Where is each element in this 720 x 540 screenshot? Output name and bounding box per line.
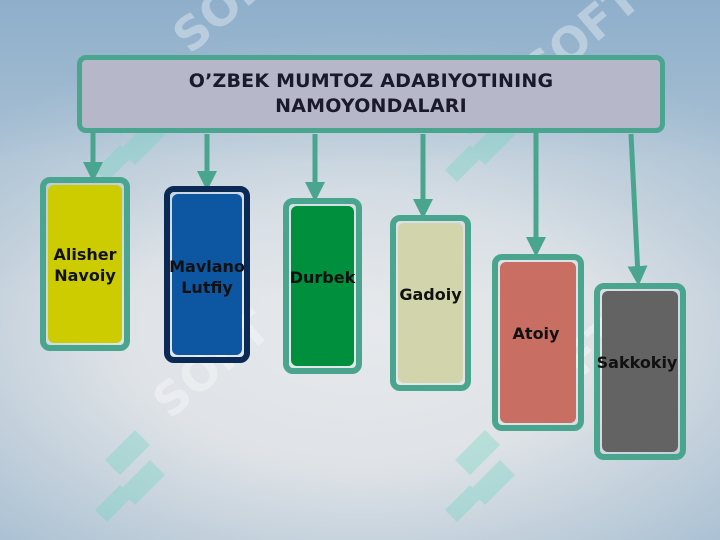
title-box: O’ZBEK MUMTOZ ADABIYOTINING NAMOYONDALAR… bbox=[77, 55, 665, 133]
poet-card-mavlano-lutfiy bbox=[164, 186, 250, 363]
card-fill bbox=[602, 291, 678, 452]
poet-name-mavlano-lutfiy: Mavlano Lutfiy bbox=[169, 257, 245, 297]
card-fill bbox=[500, 262, 576, 423]
diagram-title: O’ZBEK MUMTOZ ADABIYOTINING NAMOYONDALAR… bbox=[189, 69, 554, 119]
title-line-1: O’ZBEK MUMTOZ ADABIYOTINING bbox=[188, 70, 554, 92]
card-fill bbox=[172, 194, 242, 355]
poet-card-atoiy bbox=[492, 254, 584, 431]
arrow-to-sakkokiy bbox=[627, 133, 648, 286]
poet-card-sakkokiy bbox=[594, 283, 686, 460]
card-fill bbox=[48, 185, 122, 343]
card-fill bbox=[291, 206, 354, 366]
poet-name-sakkokiy: Sakkokiy bbox=[596, 353, 678, 372]
poet-card-alisher-navoiy bbox=[40, 177, 130, 351]
card-fill bbox=[398, 223, 463, 383]
poet-name-durbek: Durbek bbox=[289, 268, 356, 287]
poet-name-atoiy: Atoiy bbox=[512, 324, 560, 343]
poet-name-gadoiy: Gadoiy bbox=[399, 285, 462, 304]
poet-card-durbek bbox=[283, 198, 362, 374]
title-line-2: NAMOYONDALARI bbox=[275, 95, 467, 117]
poet-name-alisher-navoiy: Alisher Navoiy bbox=[53, 245, 117, 285]
poet-card-gadoiy bbox=[390, 215, 471, 391]
